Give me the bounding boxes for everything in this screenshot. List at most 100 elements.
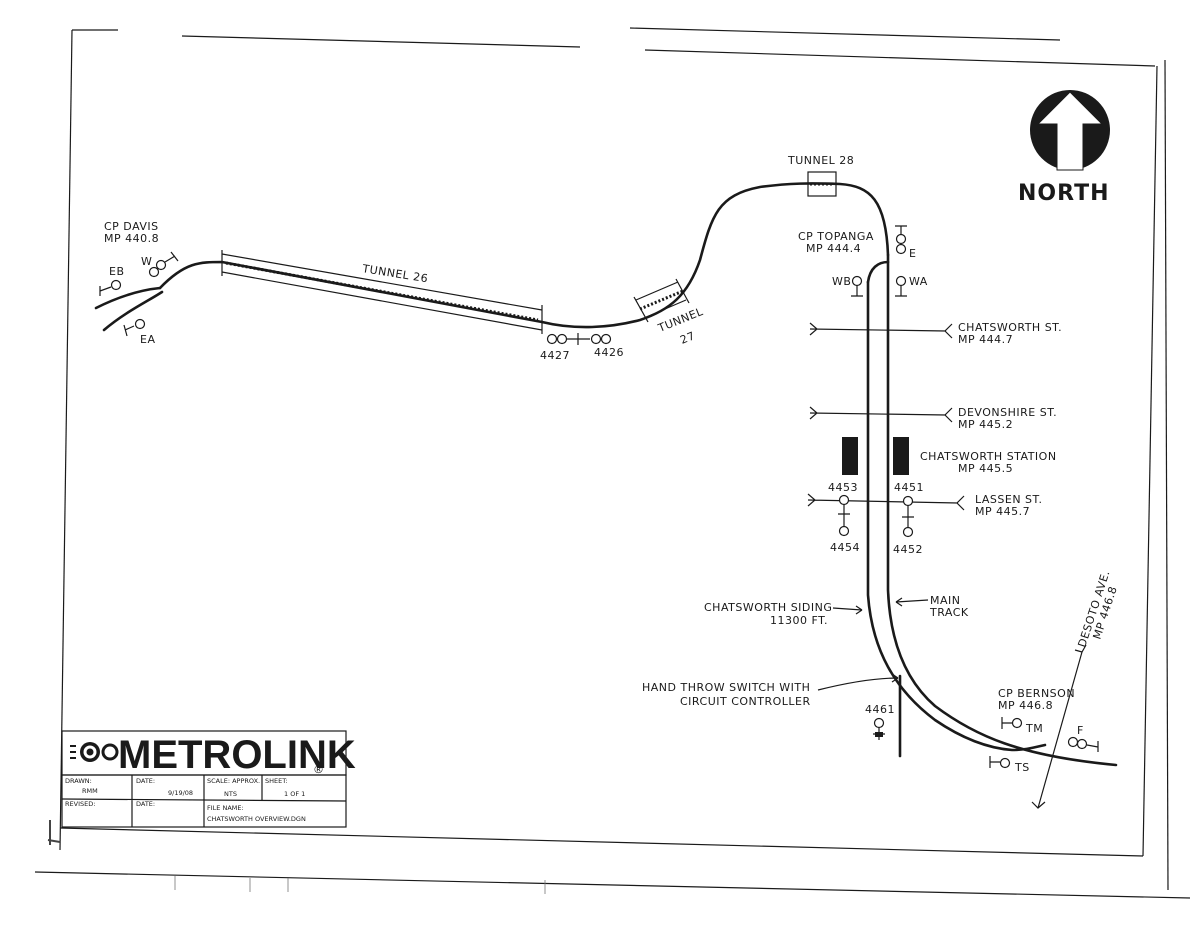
file-name-value: CHATSWORTH OVERVIEW.DGN — [207, 815, 306, 823]
sheet-border — [34, 27, 1191, 899]
signal-4426-icon — [590, 333, 602, 345]
cp-bernson-name: CP BERNSON — [998, 687, 1075, 700]
title-block: METROLINK ® DRAWN: RMM DATE: 9/19/08 SCA… — [61, 730, 356, 828]
drawn-label: DRAWN: — [65, 777, 92, 785]
tunnel-28: TUNNEL 28 — [787, 154, 854, 197]
date2-label: DATE: — [136, 800, 155, 808]
signal-eb-icon — [110, 279, 122, 291]
main-track-label: MAIN TRACK — [895, 594, 969, 619]
signal-4451-icon — [902, 495, 914, 507]
signal-4452-label: 4452 — [893, 543, 923, 556]
devonshire-st-mp: MP 445.2 — [958, 418, 1013, 431]
signal-ea-icon — [134, 318, 146, 330]
siding-label-2: 11300 FT. — [770, 614, 828, 627]
signal-wa-icon — [895, 275, 907, 287]
scale-value: NTS — [224, 790, 237, 798]
station-name: CHATSWORTH STATION — [920, 450, 1057, 463]
signal-e-label: E — [909, 247, 916, 260]
platform-west — [842, 437, 858, 475]
main-track-label-1: MAIN — [930, 594, 961, 607]
drawn-value: RMM — [82, 787, 98, 795]
siding-label: CHATSWORTH SIDING 11300 FT. — [704, 601, 863, 627]
tunnel-26-label: TUNNEL 26 — [361, 262, 430, 285]
signal-wa-label: WA — [909, 275, 928, 288]
signals-445x: 4453 4454 4451 4452 — [828, 481, 924, 556]
registered-mark: ® — [313, 763, 325, 776]
signal-4426-label: 4426 — [594, 346, 624, 359]
crossing-devonshire-st: DEVONSHIRE ST. MP 445.2 — [809, 406, 1057, 431]
crossing-lassen-st: LASSEN ST. MP 445.7 — [807, 493, 1042, 518]
main-track-label-2: TRACK — [929, 606, 969, 619]
signal-e: E — [895, 225, 916, 260]
signal-ts-label: TS — [1014, 761, 1030, 774]
switch-label-1: HAND THROW SWITCH WITH — [642, 681, 810, 694]
sheet-value: 1 OF 1 — [284, 790, 305, 798]
cp-davis-name: CP DAVIS — [104, 220, 159, 233]
scan-marks — [47, 820, 546, 894]
tunnel-28-label: TUNNEL 28 — [787, 154, 854, 167]
signal-ea: EA — [123, 318, 155, 346]
signal-e-icon — [895, 233, 907, 245]
signal-tm: TM — [1001, 717, 1043, 735]
signal-wb: WB — [832, 275, 863, 297]
cp-bernson-mp: MP 446.8 — [998, 699, 1053, 712]
north-label: NORTH — [1018, 181, 1110, 206]
signal-wb-label: WB — [832, 275, 851, 288]
signal-4461-icon — [873, 717, 885, 729]
signal-4427-label: 4427 — [540, 349, 570, 362]
signal-tm-icon — [1011, 717, 1023, 729]
signal-f-icon — [1067, 736, 1079, 748]
signal-4454-label: 4454 — [830, 541, 860, 554]
date-label: DATE: — [136, 777, 155, 785]
lassen-st-mp: MP 445.7 — [975, 505, 1030, 518]
signal-ea-label: EA — [140, 333, 155, 346]
signal-w-icon — [148, 266, 160, 278]
tunnel-27-label-2: 27 — [678, 329, 697, 347]
signal-wa: WA — [895, 275, 928, 297]
metrolink-logo-icon — [70, 742, 119, 762]
metrolink-wordmark: METROLINK — [118, 733, 356, 777]
signal-f: F — [1067, 724, 1099, 752]
north-arrow: NORTH — [1018, 90, 1110, 206]
cp-davis-mp: MP 440.8 — [104, 232, 159, 245]
signal-tm-label: TM — [1025, 722, 1043, 735]
signal-w-label: W — [141, 255, 152, 268]
tunnel-27: TUNNEL 27 — [633, 278, 705, 347]
date-value: 9/19/08 — [168, 789, 193, 797]
file-name-label: FILE NAME: — [207, 804, 244, 812]
chatsworth-st-mp: MP 444.7 — [958, 333, 1013, 346]
signals-4427-4426: 4427 4426 — [540, 333, 624, 362]
signal-4454-icon — [838, 525, 850, 537]
signal-eb-label: EB — [109, 265, 125, 278]
chatsworth-st-name: CHATSWORTH ST. — [958, 321, 1062, 334]
devonshire-st-name: DEVONSHIRE ST. — [958, 406, 1057, 419]
cp-topanga-name: CP TOPANGA — [798, 230, 874, 243]
cp-topanga: CP TOPANGA MP 444.4 E WB WA — [798, 225, 928, 297]
signal-4461: 4461 — [865, 703, 895, 740]
lassen-st-name: LASSEN ST. — [975, 493, 1042, 506]
chatsworth-station: CHATSWORTH STATION MP 445.5 — [842, 437, 1057, 475]
cp-davis: CP DAVIS MP 440.8 EB W EA — [99, 220, 179, 346]
siding-label-1: CHATSWORTH SIDING — [704, 601, 832, 614]
scale-label: SCALE: APPROX. — [207, 777, 260, 785]
signal-wb-icon — [851, 275, 863, 287]
signal-f-label: F — [1077, 724, 1084, 737]
signal-eb: EB — [99, 265, 125, 296]
signal-4453-label: 4453 — [828, 481, 858, 494]
cp-topanga-mp: MP 444.4 — [806, 242, 861, 255]
signal-w: W — [141, 251, 179, 278]
signal-4461-label: 4461 — [865, 703, 895, 716]
switch-label-2: CIRCUIT CONTROLLER — [680, 695, 811, 708]
platform-east — [893, 437, 909, 475]
revised-label: REVISED: — [65, 800, 95, 808]
signal-ts: TS — [989, 756, 1030, 774]
signal-4452-icon — [902, 526, 914, 538]
signal-4427-icon — [546, 333, 558, 345]
switch-label: HAND THROW SWITCH WITH CIRCUIT CONTROLLE… — [642, 673, 899, 708]
cp-bernson: CP BERNSON MP 446.8 TM TS F — [989, 687, 1099, 774]
crossing-chatsworth-st: CHATSWORTH ST. MP 444.7 — [809, 321, 1062, 346]
sheet-label: SHEET: — [265, 777, 288, 785]
station-mp: MP 445.5 — [958, 462, 1013, 475]
signal-4453-icon — [838, 494, 850, 506]
